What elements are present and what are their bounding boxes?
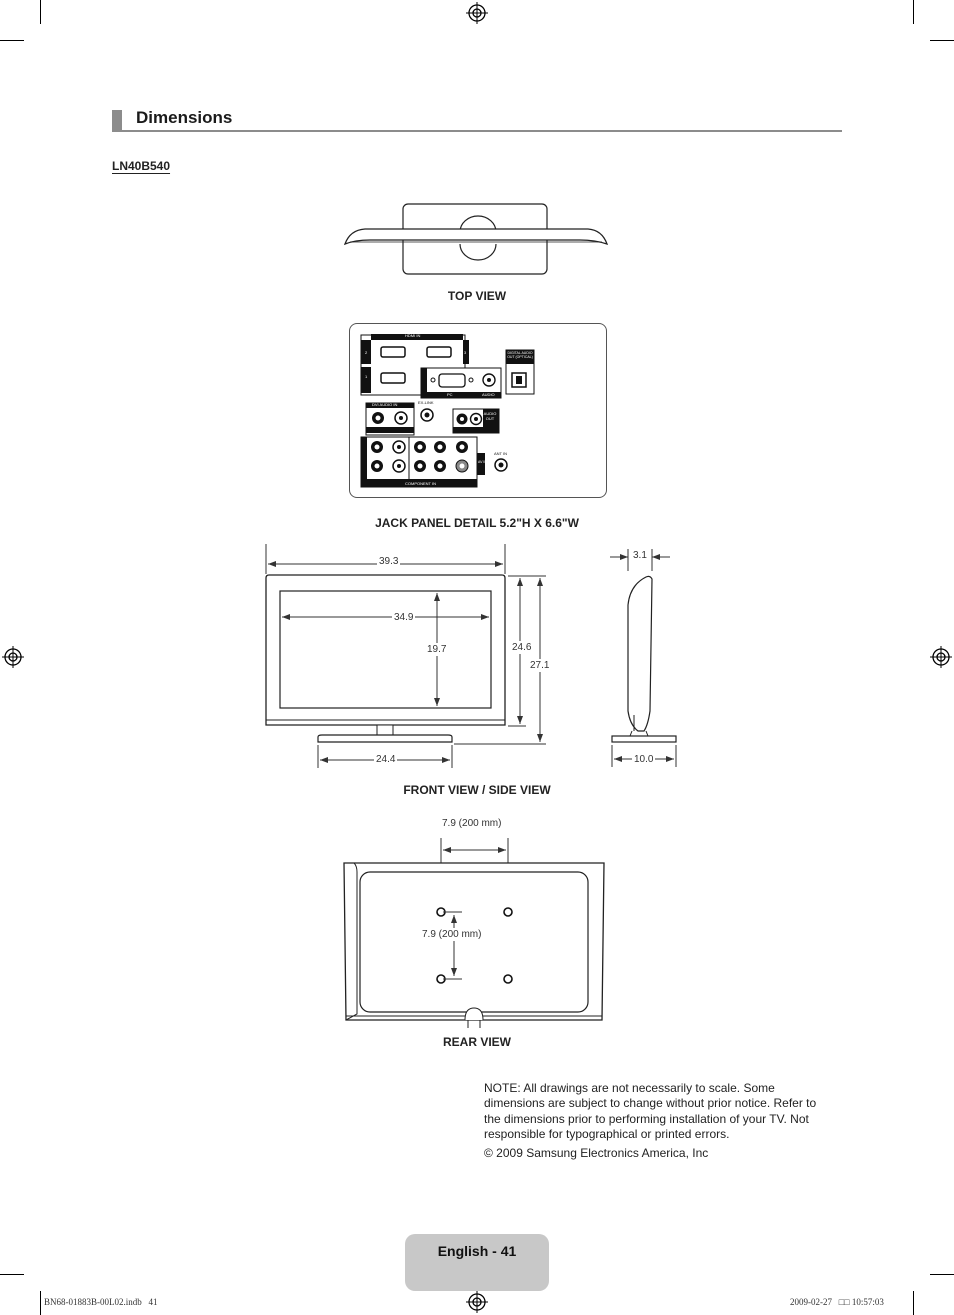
jack-label-hdmi-in: HDMI IN — [405, 333, 421, 338]
jack-label-audio: AUDIO — [482, 392, 495, 397]
caption-rear-view: REAR VIEW — [442, 1035, 511, 1049]
front-view-drawing — [265, 544, 546, 768]
jack-label-ex-link: EX-LINK — [418, 400, 434, 405]
jack-label-port-3: 3 — [464, 350, 467, 355]
top-view-drawing — [343, 203, 609, 275]
registration-mark-icon — [466, 1291, 488, 1313]
jack-label-pc: PC — [447, 392, 453, 397]
side-view-drawing — [610, 549, 677, 767]
dim-body-height: 24.6 — [511, 641, 533, 654]
crop-mark — [40, 1291, 41, 1315]
caption-front-side-view: FRONT VIEW / SIDE VIEW — [403, 783, 551, 797]
page-footer-tab — [405, 1234, 549, 1291]
jack-label-component-in: COMPONENT IN — [405, 481, 437, 486]
crop-mark — [930, 40, 954, 41]
print-slug-datetime: 2009-02-27 □□ 10:57:03 — [790, 1297, 884, 1307]
rear-view-drawing — [343, 838, 605, 1028]
jack-panel-ports — [360, 334, 535, 488]
dim-overall-width: 39.3 — [377, 556, 401, 567]
dim-stand-width: 24.4 — [374, 754, 398, 765]
heading-rule — [112, 130, 842, 132]
dim-total-height: 27.1 — [529, 659, 551, 672]
dim-screen-width: 34.9 — [392, 612, 416, 623]
registration-mark-icon — [930, 646, 952, 668]
model-number: LN40B540 — [112, 159, 171, 173]
heading-marker — [112, 110, 122, 131]
registration-mark-icon — [466, 2, 488, 24]
page-number: English - 41 — [437, 1243, 517, 1259]
section-title: Dimensions — [136, 108, 233, 127]
jack-label-digital-audio-out: DIGITAL AUDIO OUT (OPTICAL) — [507, 351, 533, 359]
jack-label-ant-in: ANT IN — [494, 451, 508, 456]
crop-mark — [913, 1291, 914, 1315]
dim-screen-height: 19.7 — [426, 643, 448, 656]
jack-label-port-1: 1 — [365, 374, 368, 379]
crop-mark — [0, 1274, 24, 1275]
dim-vesa-vertical: 7.9 (200 mm) — [421, 928, 483, 941]
dim-stand-depth: 10.0 — [632, 754, 656, 765]
jack-label-port-2: 2 — [365, 350, 368, 355]
print-slug-file: BN68-01883B-00L02.indb 41 — [44, 1297, 158, 1307]
caption-jack-panel: JACK PANEL DETAIL 5.2"H X 6.6"W — [375, 516, 579, 530]
jack-label-dvi-audio-in: DVI AUDIO IN — [372, 402, 398, 407]
disclaimer-note: NOTE: All drawings are not necessarily t… — [484, 1081, 817, 1141]
registration-mark-icon — [2, 646, 24, 668]
crop-mark — [913, 0, 914, 24]
crop-mark — [0, 40, 24, 41]
jack-label-audio-out: AUDIO OUT — [483, 411, 497, 421]
crop-mark — [40, 0, 41, 24]
dim-depth-top: 3.1 — [632, 550, 648, 561]
crop-mark — [930, 1274, 954, 1275]
jack-label-av-in: AV IN — [478, 460, 487, 464]
copyright-text: © 2009 Samsung Electronics America, Inc — [484, 1146, 709, 1160]
caption-top-view: TOP VIEW — [447, 289, 507, 303]
dim-vesa-horizontal: 7.9 (200 mm) — [442, 818, 502, 829]
